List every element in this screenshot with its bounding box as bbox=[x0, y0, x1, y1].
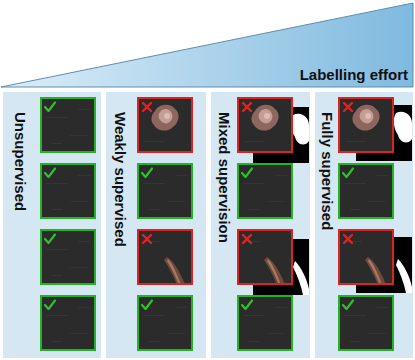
ok-frame bbox=[238, 164, 292, 218]
ok-frame bbox=[41, 296, 95, 350]
wedge-shape bbox=[1, 3, 413, 87]
normal-image bbox=[40, 295, 96, 351]
ok-frame bbox=[138, 296, 192, 350]
panel-title: Fully supervised bbox=[319, 112, 336, 230]
cross-mark bbox=[344, 103, 352, 111]
ok-frame bbox=[238, 296, 292, 350]
check-mark bbox=[142, 301, 152, 310]
normal-image bbox=[40, 229, 96, 285]
panel-title: Weakly supervised bbox=[112, 112, 129, 247]
ok-frame bbox=[41, 98, 95, 152]
cross-mark bbox=[243, 235, 251, 243]
check-mark bbox=[343, 169, 353, 178]
ok-frame bbox=[339, 296, 393, 350]
normal-image bbox=[338, 295, 394, 351]
defect-image bbox=[237, 97, 293, 153]
panel-title: Mixed supervision bbox=[216, 112, 233, 243]
supervision-panel: Mixed supervision bbox=[211, 92, 310, 358]
check-mark bbox=[142, 169, 152, 178]
cross-mark bbox=[344, 235, 352, 243]
defect-frame bbox=[138, 230, 192, 284]
check-mark bbox=[242, 301, 252, 310]
defect-frame bbox=[138, 98, 192, 152]
cross-mark bbox=[143, 235, 151, 243]
cross-mark bbox=[143, 103, 151, 111]
defect-frame bbox=[339, 98, 393, 152]
check-mark bbox=[45, 169, 55, 178]
normal-image bbox=[237, 295, 293, 351]
panel-title: Unsupervised bbox=[12, 112, 29, 211]
supervision-panel: Fully supervised bbox=[315, 92, 413, 358]
supervision-panel: Weakly supervised bbox=[106, 92, 206, 358]
normal-image bbox=[137, 163, 193, 219]
normal-image bbox=[40, 163, 96, 219]
defect-image bbox=[338, 229, 394, 285]
normal-image bbox=[40, 97, 96, 153]
axis-label: Labelling effort bbox=[300, 66, 408, 84]
normal-image bbox=[137, 295, 193, 351]
normal-image bbox=[237, 163, 293, 219]
defect-image bbox=[137, 97, 193, 153]
cross-mark bbox=[243, 103, 251, 111]
ok-frame bbox=[41, 164, 95, 218]
check-mark bbox=[242, 169, 252, 178]
defect-frame bbox=[339, 230, 393, 284]
check-mark bbox=[45, 235, 55, 244]
check-mark bbox=[45, 301, 55, 310]
ok-frame bbox=[339, 164, 393, 218]
effort-wedge: Labelling effort bbox=[0, 0, 415, 90]
defect-image bbox=[338, 97, 394, 153]
ok-frame bbox=[138, 164, 192, 218]
supervision-panel: Unsupervised bbox=[3, 92, 101, 358]
defect-frame bbox=[238, 98, 292, 152]
defect-image bbox=[237, 229, 293, 285]
check-mark bbox=[45, 103, 55, 112]
normal-image bbox=[338, 163, 394, 219]
check-mark bbox=[343, 301, 353, 310]
ok-frame bbox=[41, 230, 95, 284]
defect-frame bbox=[238, 230, 292, 284]
defect-image bbox=[137, 229, 193, 285]
